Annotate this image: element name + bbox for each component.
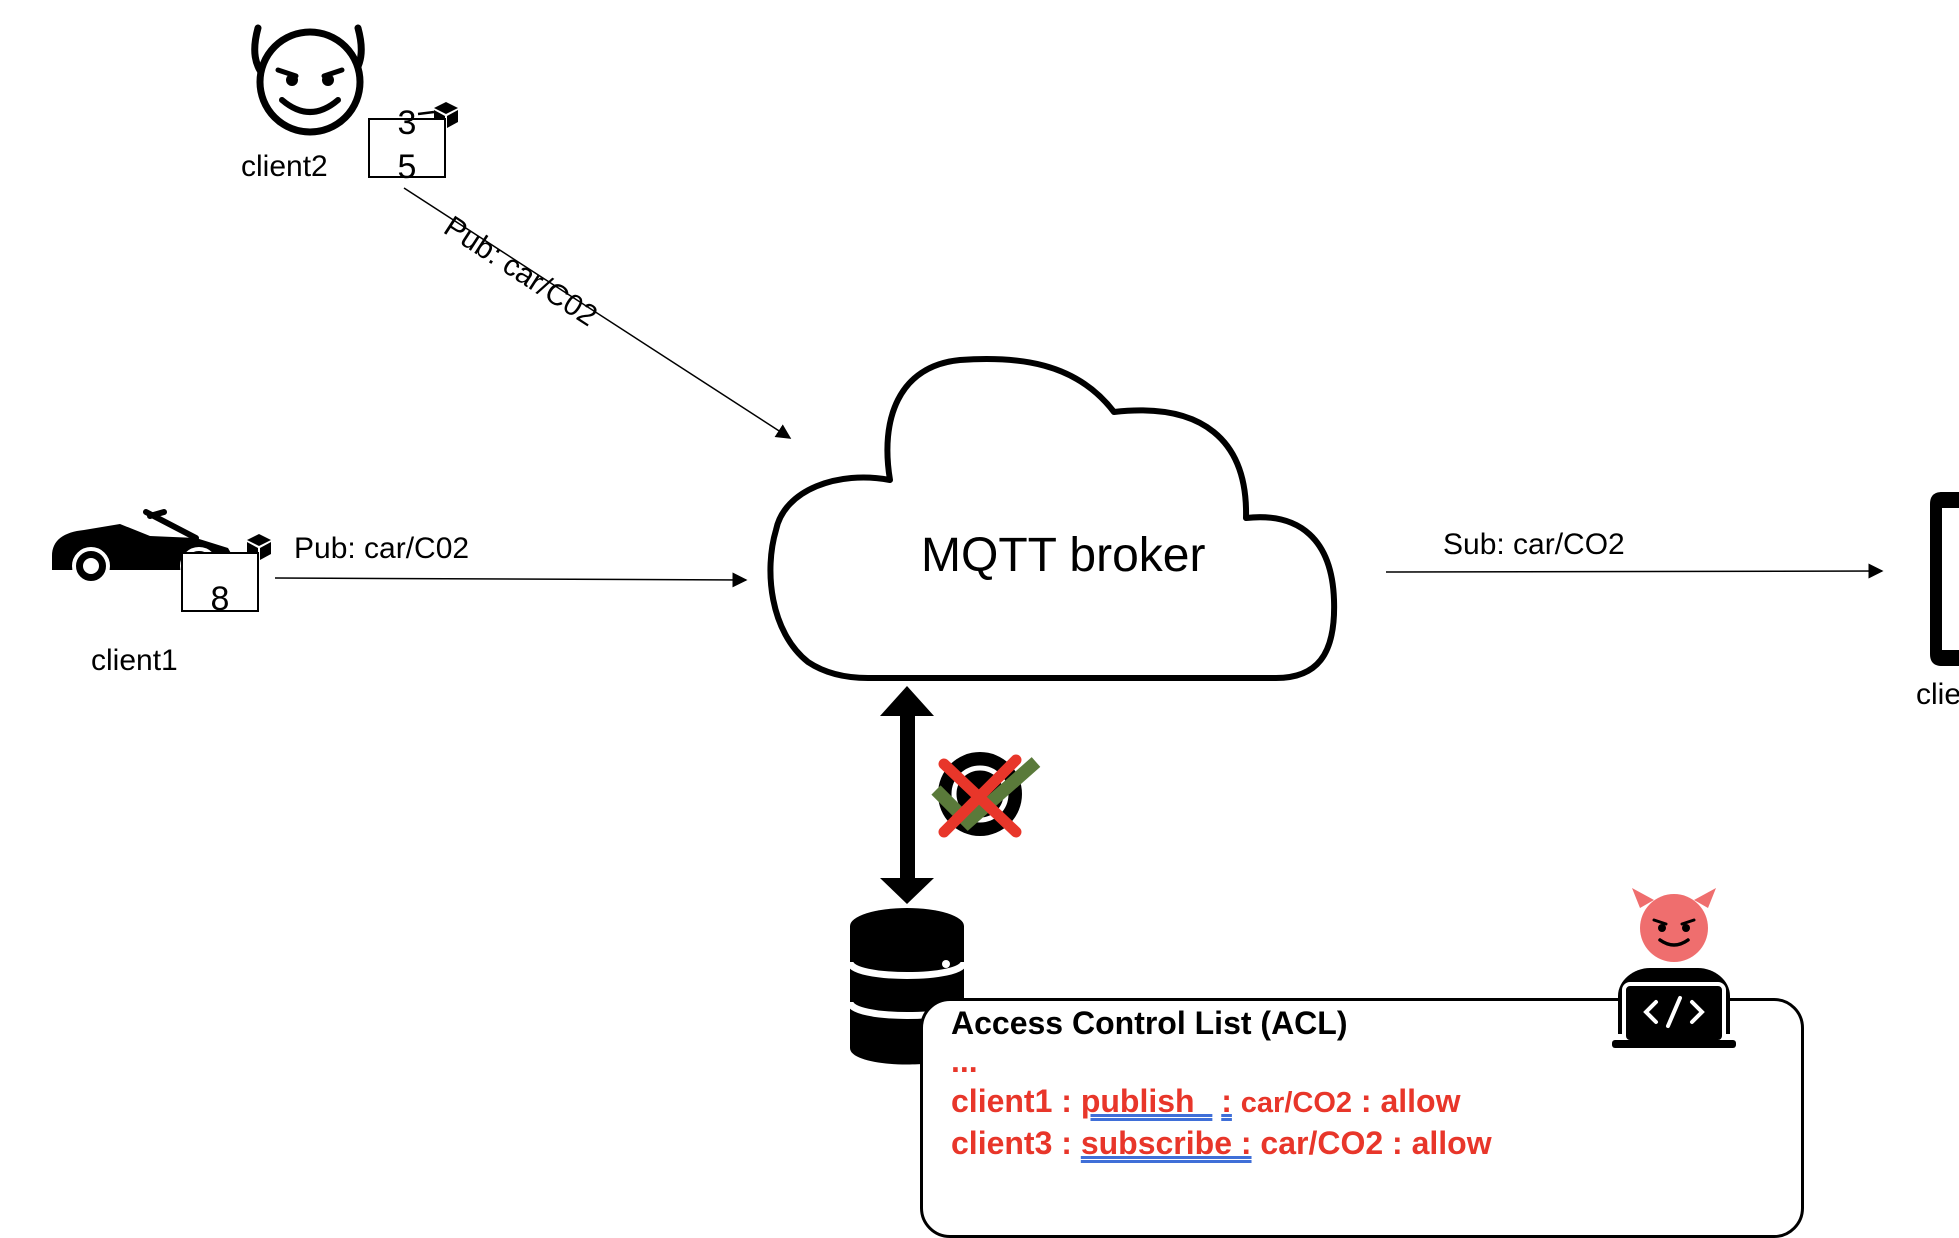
phone-icon bbox=[1930, 492, 1959, 666]
acl-rule-topic: car/CO2 bbox=[1240, 1087, 1353, 1119]
client1-label: client1 bbox=[91, 644, 178, 677]
acl-rule-sep: : bbox=[1221, 1083, 1232, 1119]
payload-value: 8 bbox=[210, 580, 230, 618]
acl-rule-action: subscribe : bbox=[1080, 1125, 1252, 1161]
client1-pub-label: Pub: car/C02 bbox=[294, 532, 470, 565]
edge-client1-to-broker bbox=[274, 572, 748, 588]
acl-rule-client: client3 : bbox=[951, 1125, 1072, 1161]
bidirectional-arrow-icon bbox=[880, 686, 934, 904]
payload-value: 5 bbox=[397, 148, 417, 186]
acl-rule-topic: car/CO2 bbox=[1260, 1125, 1384, 1161]
client2-payload-box: 3 5 bbox=[368, 106, 446, 184]
cross-icon bbox=[938, 754, 1022, 838]
diagram-canvas: client2 client1 clie 3 5 8 Pub: car/C02 … bbox=[52, 24, 1959, 1238]
client3-label: clie bbox=[1916, 678, 1959, 711]
acl-ellipsis: ... bbox=[951, 1043, 978, 1079]
sub-label: Sub: car/CO2 bbox=[1443, 528, 1625, 561]
edge-client2-to-broker bbox=[403, 187, 792, 439]
broker-label: MQTT broker bbox=[921, 529, 1206, 582]
edge-broker-to-client3 bbox=[1385, 563, 1884, 579]
acl-rule-1: client1 : publish : car/CO2 : allow bbox=[951, 1083, 1460, 1120]
cloud-icon bbox=[767, 355, 1338, 681]
payload-value: 3 bbox=[397, 104, 417, 142]
acl-rule-2: client3 : subscribe : car/CO2 : allow bbox=[951, 1125, 1492, 1162]
client2-label: client2 bbox=[241, 150, 328, 183]
acl-rule-tail: : allow bbox=[1360, 1083, 1461, 1119]
devil-face-icon bbox=[251, 24, 365, 136]
acl-rule-action: publish bbox=[1080, 1083, 1213, 1119]
client1-payload-box: 8 bbox=[181, 552, 259, 616]
acl-rule-client: client1 : bbox=[951, 1083, 1072, 1119]
acl-title: Access Control List (ACL) bbox=[951, 1005, 1348, 1041]
hacker-icon bbox=[1612, 888, 1736, 1048]
acl-rule-tail: : allow bbox=[1392, 1125, 1492, 1161]
diagram-svg bbox=[52, 24, 1959, 1065]
